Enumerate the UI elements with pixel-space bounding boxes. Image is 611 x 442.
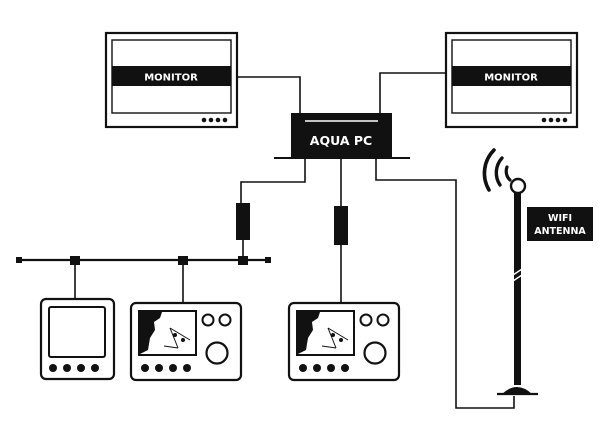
aqua-pc: AQUA PC <box>274 113 410 159</box>
monitor-left: MONITOR <box>104 31 239 129</box>
wire-right-monitor-to-pc <box>379 72 448 113</box>
wire-pc-to-antenna <box>375 158 515 409</box>
wires <box>237 72 515 409</box>
backbone-terminator-right <box>265 257 271 263</box>
wifi-label-line1: WIFI <box>548 213 572 224</box>
instrument-display <box>39 297 116 381</box>
tee-connector-3 <box>238 256 248 265</box>
wire-pc-to-backbone <box>240 158 306 203</box>
chartplotter-1 <box>129 301 243 382</box>
network-filter-icon <box>236 203 250 240</box>
wire-left-monitor-to-pc <box>237 76 301 113</box>
network-filter-icon <box>334 206 348 245</box>
wifi-antenna-icon <box>482 148 512 192</box>
wifi-antenna: WIFI ANTENNA <box>482 148 593 396</box>
tee-connector-2 <box>178 256 188 265</box>
tee-connector-1 <box>70 256 80 265</box>
monitor-right: MONITOR <box>444 31 579 129</box>
wifi-label-line2: ANTENNA <box>534 226 586 237</box>
chartplotter-2 <box>287 301 401 382</box>
backbone-terminator-left <box>16 257 22 263</box>
monitor-left-label: MONITOR <box>144 73 198 84</box>
aqua-pc-label: AQUA PC <box>310 133 372 148</box>
monitor-right-label: MONITOR <box>484 73 538 84</box>
backbone <box>16 256 271 303</box>
